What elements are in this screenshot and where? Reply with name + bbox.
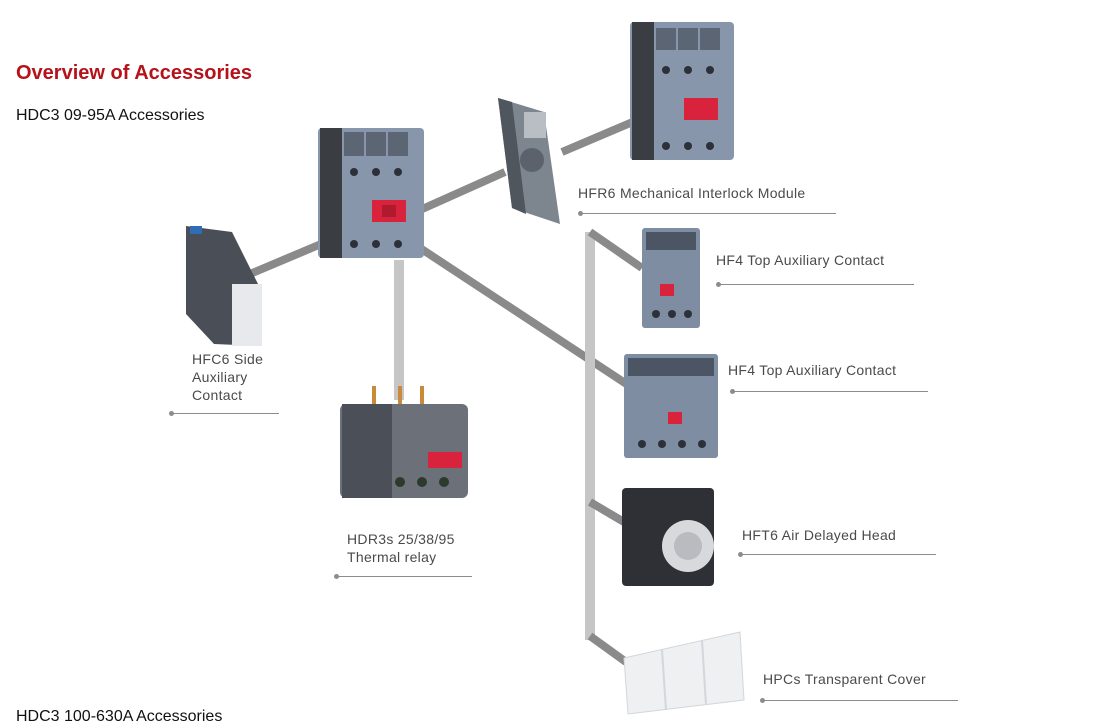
page-title: Overview of Accessories bbox=[16, 62, 253, 84]
underline-hf4-top-aux-2 bbox=[730, 389, 928, 394]
underline-hft6-air-delay bbox=[738, 552, 936, 557]
side-auxiliary-contact-image bbox=[186, 226, 262, 346]
air-delayed-head-image bbox=[622, 488, 714, 586]
label-hpcs-cover: HPCs Transparent Cover bbox=[763, 671, 926, 687]
connector-cover bbox=[587, 632, 629, 666]
label-hdr3s-thermal-relay: HDR3s 25/38/95 Thermal relay bbox=[347, 531, 455, 565]
connector-top-aux-1 bbox=[587, 228, 645, 272]
next-section-heading: HDC3 100-630A Accessories bbox=[16, 708, 223, 725]
top-auxiliary-contact-2-image bbox=[624, 354, 718, 458]
label-hfc6-side-aux: HFC6 Side Auxiliary Contact bbox=[192, 351, 264, 403]
connector-lines bbox=[248, 114, 645, 666]
label-hf4-top-aux-1: HF4 Top Auxiliary Contact bbox=[716, 252, 885, 268]
connector-air-delay bbox=[587, 498, 627, 526]
mechanical-interlock-image bbox=[498, 98, 560, 224]
label-hfr6-interlock: HFR6 Mechanical Interlock Module bbox=[578, 185, 806, 201]
underline-hdr3s-thermal-relay bbox=[334, 574, 472, 579]
main-contactor-image bbox=[318, 128, 424, 258]
transparent-cover-image bbox=[623, 631, 745, 715]
connector-top-aux-2 bbox=[417, 244, 631, 389]
interlocked-contactor-image bbox=[630, 22, 734, 160]
underline-hpcs-cover bbox=[760, 698, 958, 703]
thermal-relay-image bbox=[340, 386, 468, 498]
label-hft6-air-delay: HFT6 Air Delayed Head bbox=[742, 527, 897, 543]
underline-hfr6-interlock bbox=[578, 211, 836, 216]
label-hf4-top-aux-2: HF4 Top Auxiliary Contact bbox=[728, 362, 897, 378]
underline-hf4-top-aux-1 bbox=[716, 282, 914, 287]
section-subtitle: HDC3 09-95A Accessories bbox=[16, 107, 205, 124]
connector-interlock-left bbox=[418, 168, 507, 214]
top-auxiliary-contact-1-image bbox=[642, 228, 700, 328]
connector-interlock-right bbox=[560, 114, 644, 156]
underline-hfc6-side-aux bbox=[169, 411, 279, 416]
